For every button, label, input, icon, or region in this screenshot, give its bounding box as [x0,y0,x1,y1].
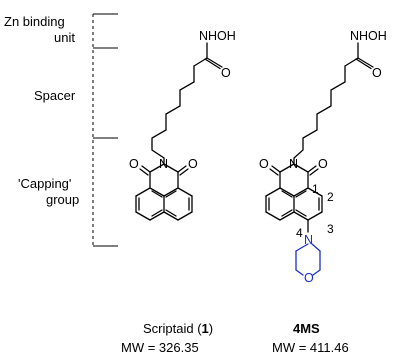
4ms-position-2: 2 [327,190,334,204]
region-bracket [92,13,118,247]
morpholine-o: O [304,271,314,285]
label-spacer: Spacer [34,88,76,103]
4ms-carbonyl-o: O [372,66,382,80]
label-zn-binding: Zn binding [4,14,65,29]
4ms-nhoh: NHOH [350,29,387,43]
4ms-position-1: 1 [312,182,319,196]
morpholine-ring [295,243,321,276]
4ms-structure [265,42,374,233]
4ms-caption: 4MS [293,321,320,336]
morpholine-n: N [304,233,313,247]
scriptaid-structure [135,42,223,221]
scriptaid-imide-n: N [159,157,168,171]
4ms-imide-o-left: O [259,157,269,171]
scriptaid-caption: Scriptaid (1) [143,321,213,336]
scriptaid-nhoh: NHOH [199,29,236,43]
scriptaid-carbonyl-o: O [221,66,231,80]
scriptaid-mw: MW = 326.35 [121,340,199,355]
4ms-mw: MW = 411.46 [272,340,349,355]
label-capping: 'Capping' [18,176,71,191]
label-group: group [46,192,79,207]
scriptaid-imide-o-left: O [129,157,139,171]
4ms-imide-o-right: O [318,157,328,171]
4ms-position-3: 3 [327,222,334,236]
label-zn-unit: unit [54,30,75,45]
scriptaid-imide-o-right: O [188,157,198,171]
4ms-position-4: 4 [296,226,303,240]
4ms-imide-n: N [289,157,298,171]
